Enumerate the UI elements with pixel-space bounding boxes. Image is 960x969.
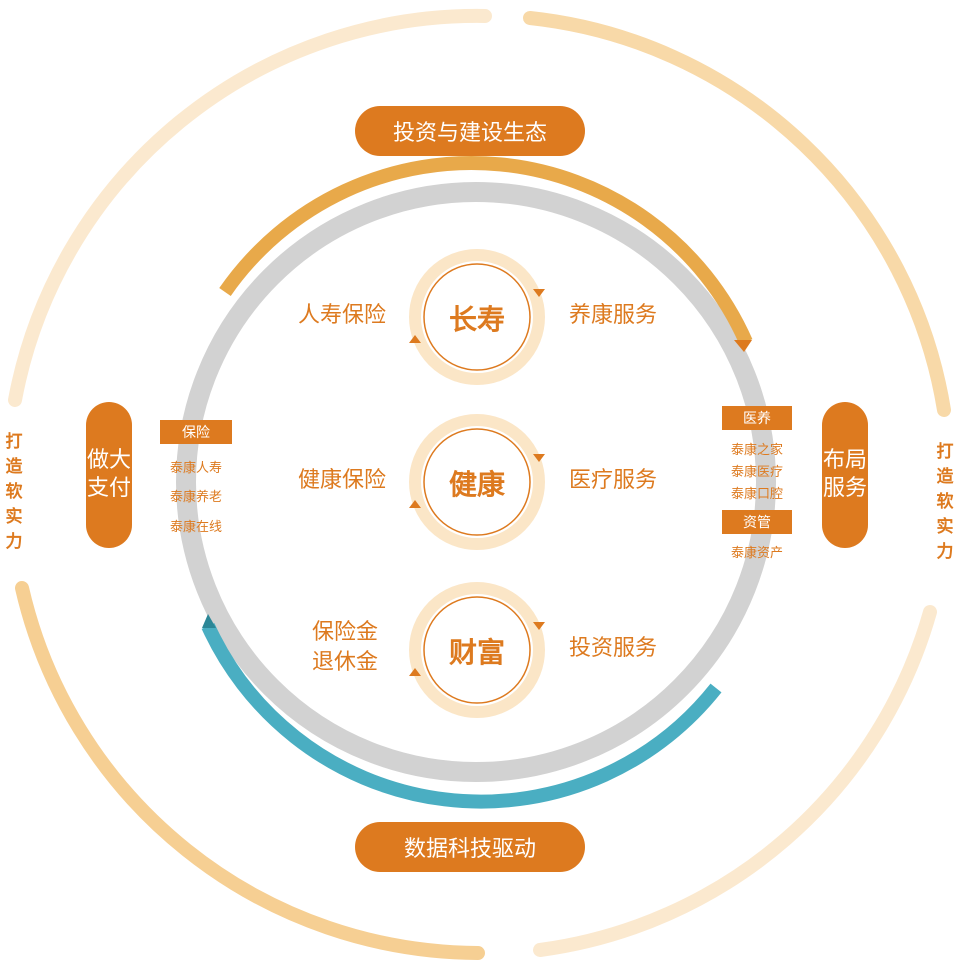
left-panel-item: 泰康在线 (169, 520, 222, 535)
mini-ring-arrow (533, 289, 545, 297)
mini-ring-outer (409, 414, 545, 550)
outer-ring-arc-top-left (8, 8, 492, 407)
gold-accent-arc (219, 156, 753, 345)
right-pill: 布局 服务 (822, 402, 868, 548)
mini-ring-outer (409, 582, 545, 718)
row-right-label: 医疗服务 (568, 468, 657, 493)
right-panel-tag-1: 医养 (722, 406, 792, 430)
right-panel-item: 泰康资产 (730, 546, 783, 561)
bottom-pill: 数据科技驱动 (355, 822, 585, 872)
right-panel-item: 泰康口腔 (730, 487, 783, 502)
row-left-label: 人寿保险 (297, 303, 386, 328)
mini-ring-inner (423, 428, 531, 536)
outer-ring-arc-bottom-left (15, 581, 485, 960)
right-panel-item: 泰康之家 (730, 443, 783, 458)
left-panel-tag: 保险 (160, 420, 232, 444)
center-label-health: 健康 (448, 468, 505, 501)
outer-left-text: 打 造 软 实 力 (5, 432, 23, 552)
row-left-label: 健康保险 (297, 468, 386, 493)
row-right-label: 投资服务 (568, 636, 657, 661)
outer-ring-arc-top-right (523, 11, 951, 417)
mini-ring-outer (409, 249, 545, 385)
right-panel-item: 泰康医疗 (730, 465, 783, 480)
mini-ring-arrow (409, 500, 421, 508)
outer-right-text: 打 造 软 实 力 (936, 442, 954, 562)
center-label-longevity: 长寿 (448, 303, 505, 336)
gold-arrow-head (734, 340, 752, 352)
mini-ring-inner (423, 263, 531, 371)
mini-ring-arrow (533, 454, 545, 462)
left-panel-item: 泰康养老 (169, 490, 222, 505)
right-panel-tag-2: 资管 (722, 510, 792, 534)
row-right-label: 养康服务 (568, 303, 657, 328)
left-panel-item: 泰康人寿 (169, 461, 222, 476)
left-pill: 做大 支付 (86, 402, 132, 548)
center-label-wealth: 财富 (448, 636, 505, 669)
top-pill: 投资与建设生态 (355, 106, 585, 156)
mini-ring-inner (423, 596, 531, 704)
middle-grey-ring (176, 182, 776, 782)
mini-ring-arrow (409, 668, 421, 676)
row-left-label: 保险金 退休金 (311, 620, 378, 675)
outer-ring-arc-bottom-right (533, 605, 937, 957)
teal-arrow-head (202, 614, 216, 628)
mini-ring-arrow (409, 335, 421, 343)
teal-accent-arc (201, 623, 722, 809)
mini-ring-arrow (533, 622, 545, 630)
